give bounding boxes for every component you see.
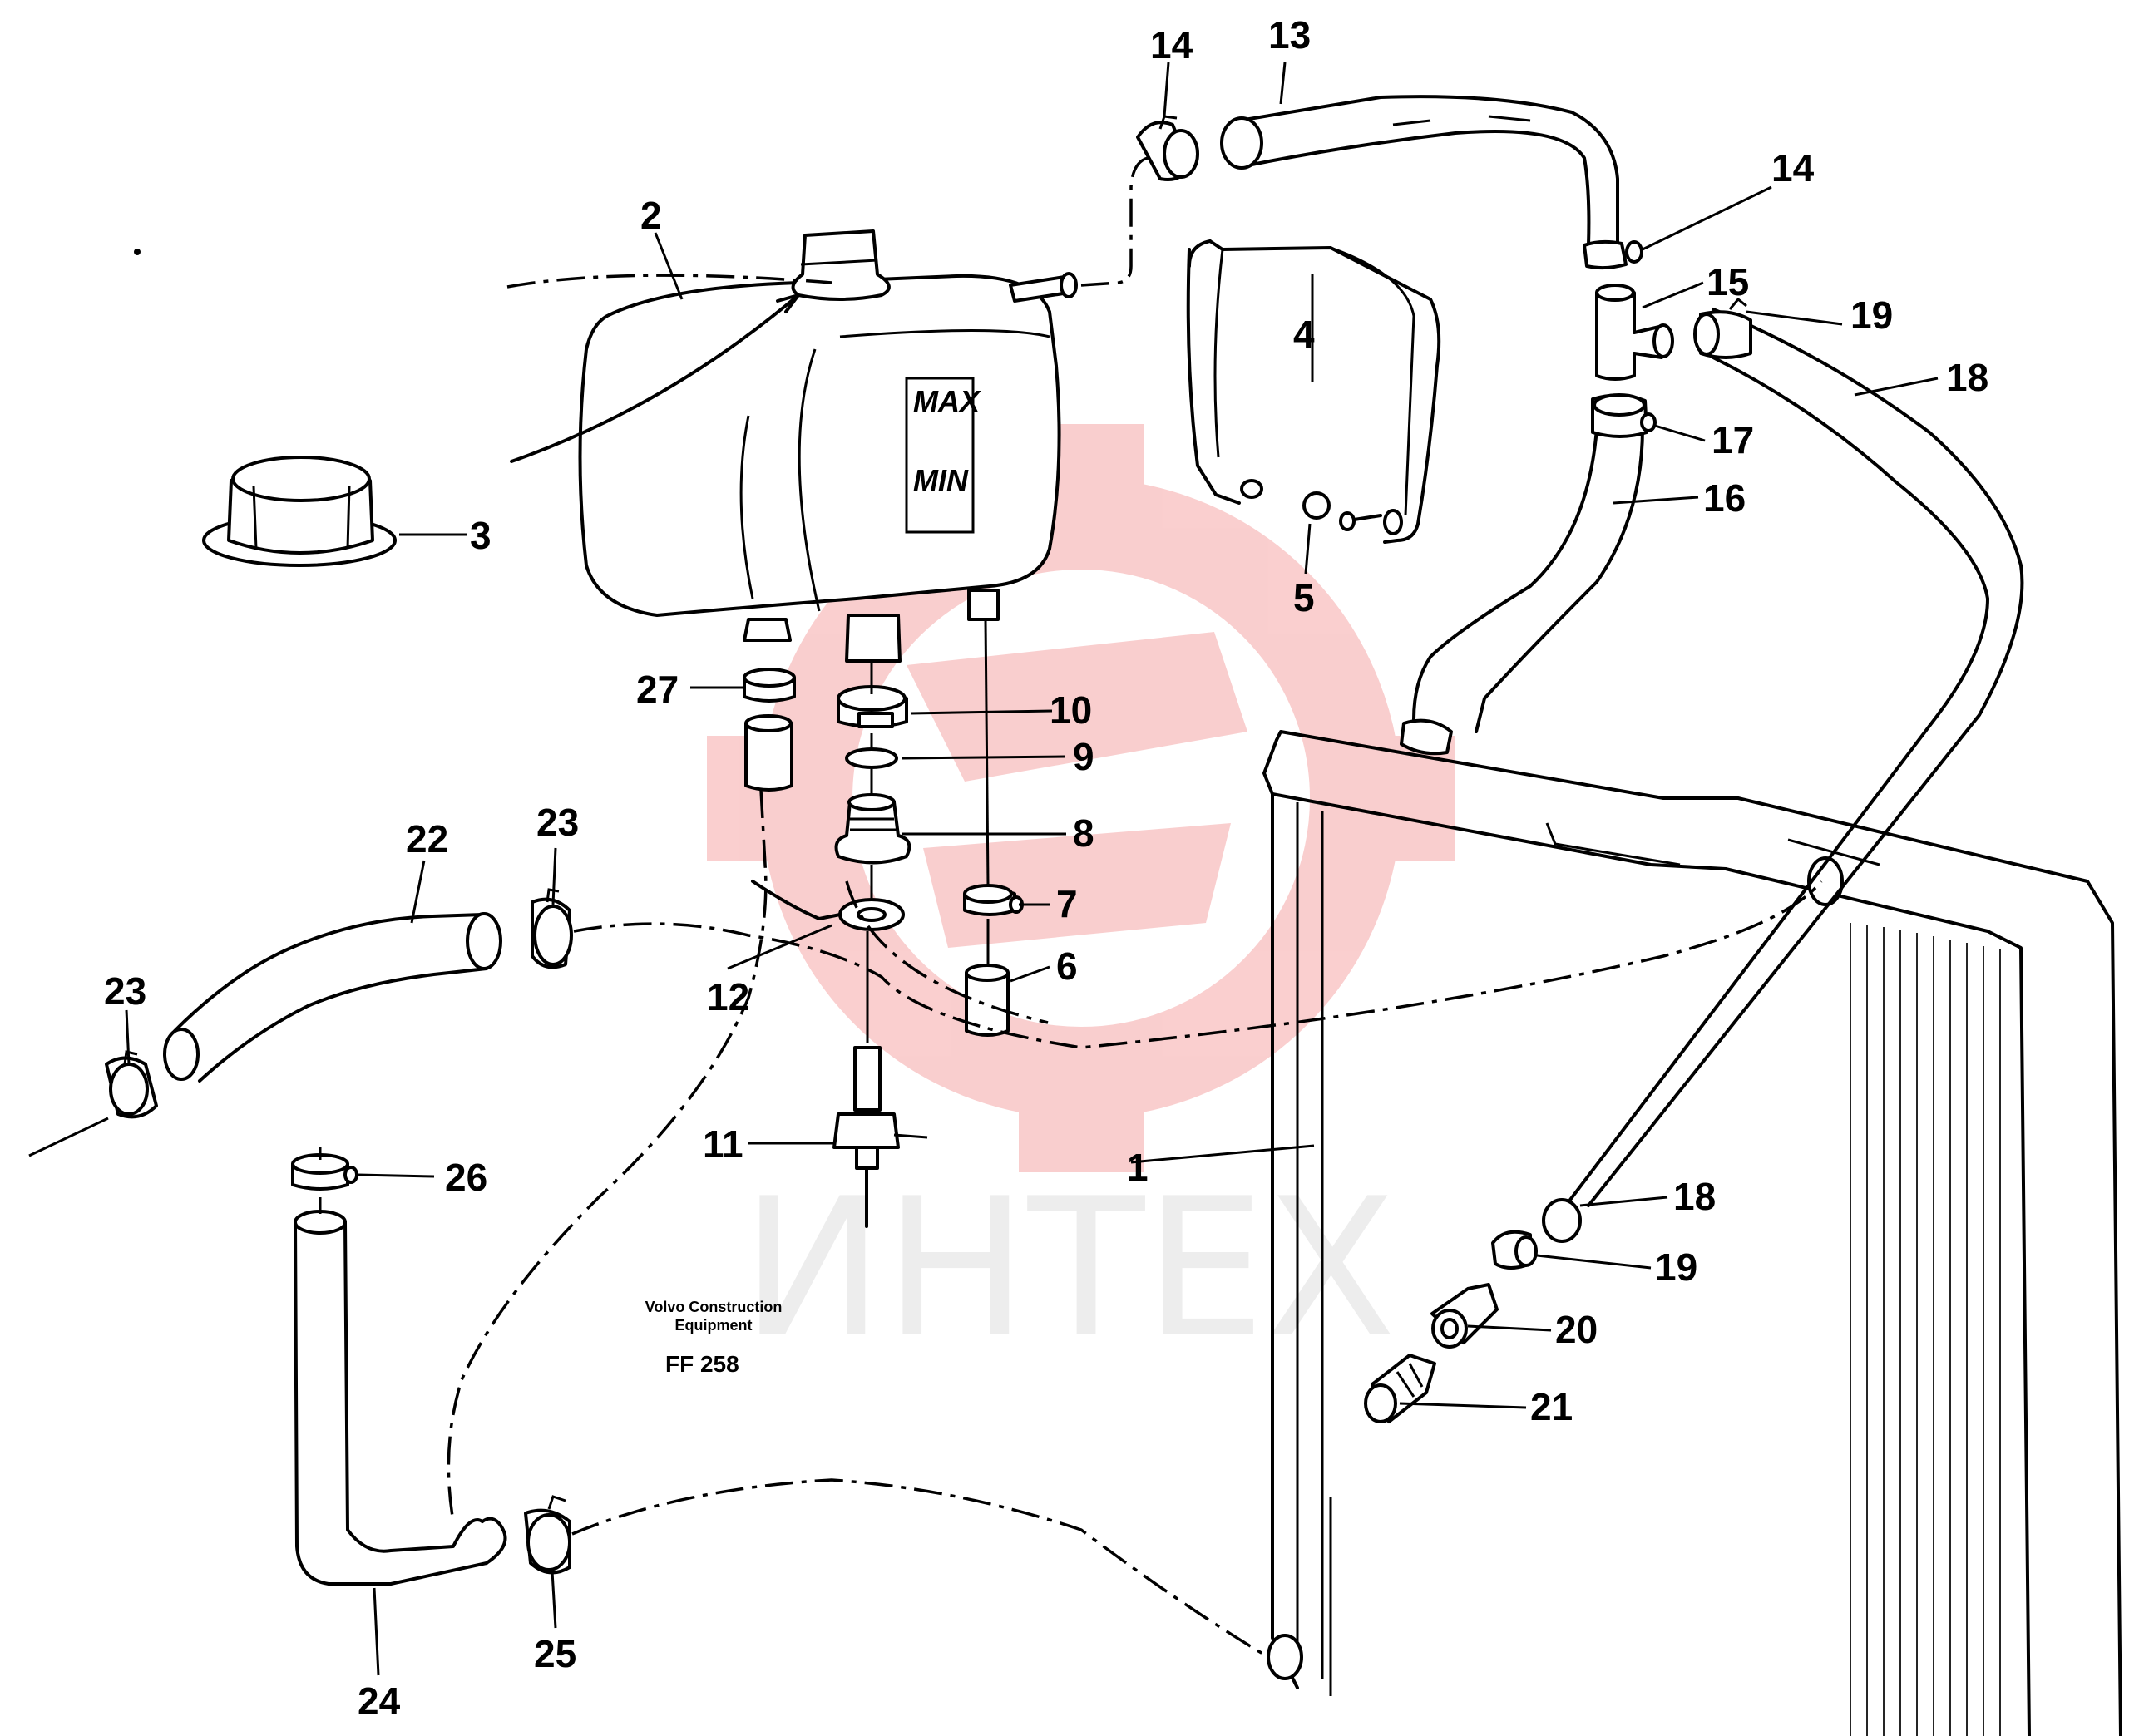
- hose-clamp-23-left: [105, 1050, 158, 1119]
- part-label-22: 22: [406, 817, 448, 861]
- hose-18: [1542, 308, 2024, 1243]
- part-label-14-right: 14: [1771, 146, 1815, 190]
- part-label-2: 2: [640, 194, 662, 237]
- expansion-tank: MAX MIN: [578, 229, 1078, 663]
- part-label-19-upper: 19: [1850, 293, 1893, 337]
- hose-clamp-14-right: [1583, 239, 1643, 270]
- hose-6: [965, 964, 1010, 1037]
- part-label-10: 10: [1050, 688, 1092, 732]
- part-label-13: 13: [1268, 13, 1311, 57]
- part-number-labels: 1 2 3 4 5 6 7 8 9 10 11 12 13 14 14 15 1…: [104, 13, 1988, 1723]
- caption-figure-code: FF 258: [665, 1351, 739, 1377]
- tank-bracket: [1186, 239, 1441, 544]
- watermark-text: ИНТЕХ: [741, 1158, 1396, 1380]
- clamp-7: [963, 884, 1024, 916]
- part-label-3: 3: [470, 514, 492, 557]
- part-label-18-upper: 18: [1946, 356, 1988, 399]
- hose-clamp-23-right: [531, 888, 573, 969]
- assembly-paths: [447, 156, 1823, 1656]
- hose-22: [163, 912, 502, 1083]
- part-label-11: 11: [703, 1122, 743, 1166]
- part-label-1: 1: [1127, 1146, 1149, 1189]
- tank-max-marking: MAX: [913, 384, 981, 418]
- radiator-core-fins: [1850, 923, 2001, 1736]
- watermark-gear-icon: [707, 424, 1455, 1172]
- axis-lines: [28, 293, 990, 1214]
- hose-13: [1220, 95, 1619, 247]
- part-label-14-upper: 14: [1150, 23, 1193, 67]
- pipe-24: [294, 1210, 507, 1586]
- part-label-23-right: 23: [536, 801, 579, 844]
- part-label-6: 6: [1056, 944, 1078, 988]
- watermark: ИНТЕХ: [707, 424, 1455, 1380]
- hose-clamp-19-upper: [1693, 297, 1752, 359]
- part-label-9: 9: [1073, 735, 1094, 778]
- part-label-4: 4: [1293, 313, 1315, 356]
- part-label-24: 24: [358, 1679, 401, 1723]
- part-label-16: 16: [1703, 476, 1746, 520]
- hose-clamp-26: [291, 1153, 358, 1191]
- hose-clamp-14-upper: [1136, 115, 1199, 181]
- part-label-5: 5: [1293, 576, 1315, 619]
- part-label-19-lower: 19: [1655, 1245, 1697, 1289]
- hose-clamp-25: [524, 1495, 571, 1575]
- clamp-10: [837, 685, 908, 728]
- part-label-12: 12: [707, 975, 749, 1018]
- stray-dot: [134, 249, 141, 255]
- caption-company-line1: Volvo Construction: [645, 1299, 783, 1315]
- hose-16: [1412, 427, 1644, 733]
- o-ring-9: [845, 747, 898, 769]
- part-label-25: 25: [534, 1632, 576, 1675]
- sensor-adapter-8: [834, 793, 911, 865]
- short-hose-27: [744, 714, 793, 792]
- hose-clamp-27: [743, 668, 796, 703]
- diagram-caption: Volvo Construction Equipment FF 258: [645, 1299, 783, 1377]
- part-label-27: 27: [636, 668, 679, 711]
- part-label-18-lower: 18: [1673, 1175, 1716, 1218]
- part-label-15: 15: [1707, 260, 1749, 303]
- part-label-20: 20: [1555, 1308, 1598, 1351]
- part-label-7: 7: [1056, 882, 1078, 925]
- part-label-8: 8: [1073, 811, 1094, 855]
- part-label-26: 26: [445, 1156, 487, 1199]
- filler-cap: [202, 456, 397, 567]
- part-label-23-left: 23: [104, 969, 146, 1013]
- hose-clamp-17-lower: [1400, 718, 1453, 756]
- level-sensor-11: [832, 1046, 900, 1228]
- tee-piece: [1595, 284, 1674, 381]
- drain-cock-21: [1364, 1354, 1436, 1423]
- tank-min-marking: MIN: [913, 463, 969, 497]
- caption-company-line2: Equipment: [675, 1317, 753, 1334]
- drain-nut-20: [1430, 1283, 1499, 1349]
- part-label-17: 17: [1712, 418, 1754, 461]
- bracket-bolt: [1302, 491, 1382, 531]
- leader-lines: [125, 62, 1939, 1676]
- hose-clamp-19-lower: [1491, 1230, 1538, 1270]
- part-label-21: 21: [1530, 1385, 1573, 1428]
- radiator: [1262, 730, 2122, 1736]
- hose-clamp-17: [1591, 393, 1657, 438]
